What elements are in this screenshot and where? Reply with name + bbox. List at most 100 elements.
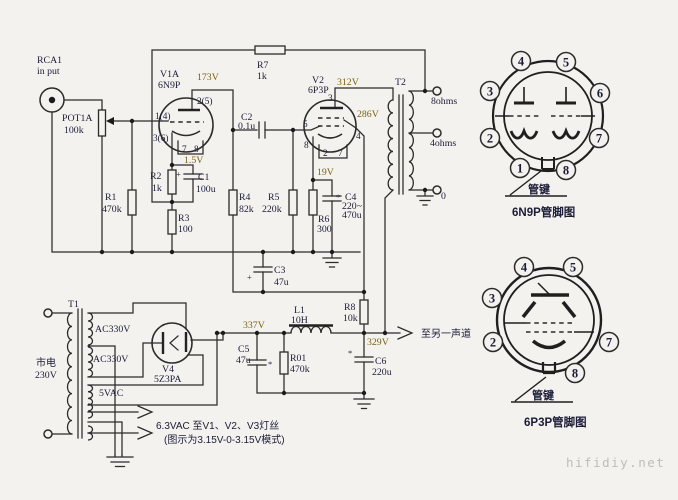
r5-label: R5 (268, 192, 280, 203)
svg-text:5: 5 (570, 261, 576, 275)
svg-text:6: 6 (597, 87, 603, 101)
rca-jack-pin (48, 96, 56, 104)
t1-hv-winding-2 (87, 346, 94, 378)
c4-value-1: 220~ (342, 201, 363, 212)
socket2-pin-3: 3 (481, 287, 503, 309)
tap-8ohm-label: 8ohms (431, 96, 457, 107)
ground-icon (322, 251, 342, 268)
resistor-r5 (288, 189, 298, 216)
v2-pin8-label: 8 (304, 141, 309, 151)
socket2-keyway (541, 362, 557, 375)
c3-plus-mark: + (247, 272, 252, 282)
resistor-r1 (127, 189, 137, 216)
v4-label: V4 (162, 364, 174, 375)
r8-label: R8 (344, 302, 356, 313)
socket2-caption: 6P3P管脚图 (524, 415, 587, 429)
c2-label: C2 (241, 112, 253, 123)
svg-text:7: 7 (596, 132, 602, 146)
pot1a-value: 100k (64, 125, 84, 136)
t1-label: T1 (68, 299, 79, 310)
mains-label-1: 市电 (36, 356, 56, 369)
c2-value: 0.1u (238, 121, 255, 132)
t2-label: T2 (395, 77, 406, 88)
c1-label: C1 (198, 172, 210, 183)
socket1-plate-stems (523, 87, 567, 103)
t2-primary (387, 99, 394, 191)
v2-pin2-label: 2 (323, 149, 328, 159)
signal-wires (51, 49, 434, 456)
terminal-mains-live (43, 308, 53, 318)
r7-value: 1k (257, 71, 267, 82)
winding1-label: AC330V (95, 324, 130, 335)
heater-note-1: 6.3VAC 至V1、V2、V3灯丝 (156, 420, 279, 432)
terminal-4ohm (432, 128, 442, 138)
socket1-pin-1: 1 (509, 157, 531, 179)
socket1-caption: 6N9P管脚图 (512, 205, 575, 219)
socket2-grid-leads (504, 322, 594, 333)
v2-pin3-label: 3 (328, 94, 333, 104)
b1-voltage: 337V (243, 320, 265, 331)
v1a-type: 6N9P (158, 80, 181, 91)
ground-icon (416, 189, 434, 206)
svg-text:2: 2 (490, 336, 496, 350)
resistor-r3 (167, 209, 177, 235)
v1a-pin-plate-label: 2(5) (197, 96, 213, 107)
resistor-r6 (308, 189, 318, 216)
to-other-channel-label: 至另一声道 (421, 327, 471, 340)
socket-6n9p: 4 5 3 6 2 7 1 8 管键 6N9P管脚图 (479, 50, 611, 219)
socket2-inner-ring (503, 274, 595, 366)
socket2-grids (526, 322, 574, 333)
c6-label: C6 (375, 356, 387, 367)
socket1-pin-3: 3 (479, 80, 501, 102)
terminal-8ohm (432, 86, 442, 96)
t1-5v-winding (87, 384, 94, 406)
v2-pin-box (318, 144, 348, 159)
v1a-pin7-label: 7 (182, 145, 187, 155)
c4-label: C4 (345, 192, 357, 203)
socket2-pin-7: 7 (598, 331, 620, 353)
v2-cathode (317, 133, 343, 139)
socket1-cathodes (509, 126, 581, 140)
c5-label: C5 (238, 344, 250, 355)
socket2-outer-ring (495, 266, 603, 374)
c1-plus-mark: + (176, 169, 181, 179)
v1a-pin-grid-label: 1(4) (155, 111, 171, 122)
tap-4ohm-label: 4ohms (430, 138, 456, 149)
socket2-pin-2: 2 (482, 331, 504, 353)
v2-pin4-label: 4 (356, 132, 361, 142)
v1a-pin8-label: 8 (194, 145, 199, 155)
resistor-r7 (254, 45, 286, 55)
cap-c2 (258, 121, 266, 139)
resistor-r4 (228, 189, 238, 216)
v1a-pin-box (177, 140, 204, 155)
t2-secondary (408, 90, 415, 191)
r01-label: R01 (290, 353, 306, 364)
l1-label: L1 (294, 305, 305, 316)
pot1a-wiper-icon (106, 117, 114, 125)
rca-label-2: in put (37, 66, 60, 77)
socket2-pin-4: 4 (513, 256, 535, 278)
v2-plate-voltage: 312V (337, 77, 359, 88)
resistor-r8 (359, 299, 369, 325)
r8-value: 10k (343, 313, 358, 324)
t1-core (77, 308, 83, 439)
v2-type: 6P3P (308, 85, 329, 96)
r6-value: 300 (317, 224, 332, 235)
socket2-key-label: 管键 (532, 388, 555, 402)
r7-label: R7 (257, 60, 269, 71)
socket1-pin-6: 6 (589, 82, 611, 104)
r6-label: R6 (318, 214, 330, 225)
choke-l1 (290, 325, 332, 334)
resistor-r01 (279, 351, 289, 375)
v4-filament (169, 335, 179, 351)
svg-text:8: 8 (572, 367, 578, 381)
tube-v2 (303, 99, 357, 153)
r01-value: 470k (290, 364, 310, 375)
svg-text:1: 1 (517, 162, 523, 176)
t1-heater-winding-2 (87, 425, 94, 441)
heater-arrow-icon (137, 405, 154, 419)
svg-text:3: 3 (487, 85, 493, 99)
t1-primary (66, 312, 73, 435)
svg-text:7: 7 (606, 336, 612, 350)
